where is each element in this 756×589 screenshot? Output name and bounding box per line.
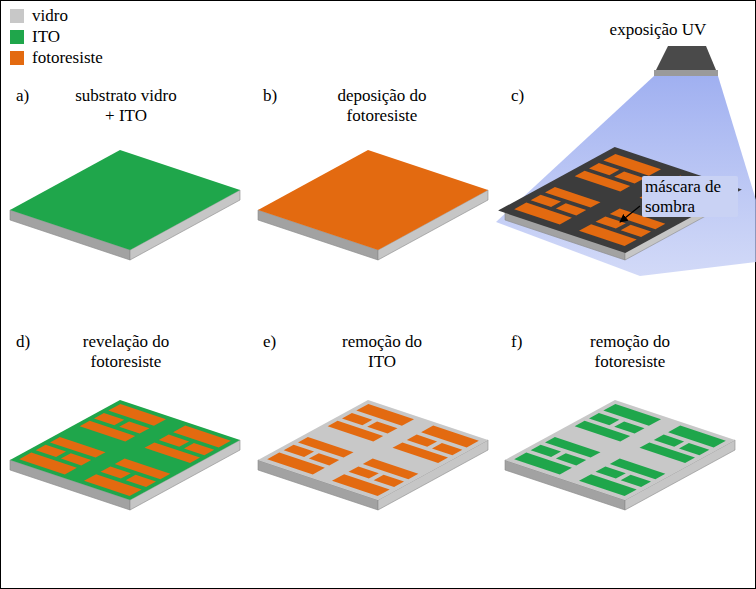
step-caption: revelação do fotoresiste [74,332,178,371]
leader-line [620,206,640,222]
step-caption: deposição do fotoresiste [330,86,434,125]
step-caption-box: remoção do fotoresiste [578,332,682,371]
mask-label-box: máscara de sombra [642,176,738,217]
uv-lamp [496,46,756,276]
legend-swatch [10,30,24,44]
step-caption-box: revelação do fotoresiste [74,332,178,371]
step-letter-box: b) [263,86,293,106]
lamp-label: exposição UV [596,20,720,40]
legend-swatch [10,51,24,65]
step-caption: substrato vidro + ITO [74,86,178,125]
step-letter-box: f) [511,332,541,352]
masked-slab [498,147,742,260]
step-letter: d) [16,332,46,352]
legend-swatch [10,9,24,23]
legend-entry: ITO [8,27,148,47]
step-caption: remoção do ITO [330,332,434,371]
legend-text: ITO [32,27,60,47]
step-letter: e) [263,332,293,352]
substrate-slab [10,150,240,260]
step-letter-box: a) [16,86,46,106]
step-letter-box: e) [263,332,293,352]
step-letter-box: d) [16,332,46,352]
etched-slab [258,400,488,510]
legend-entry: vidro [8,6,148,26]
step-caption-box: deposição do fotoresiste [330,86,434,125]
step-letter: b) [263,86,293,106]
step-letter: a) [16,86,46,106]
mask-label: máscara de sombra [642,176,738,217]
step-caption-box: remoção do ITO [330,332,434,371]
step-letter-box: c) [511,86,541,106]
lamp-label-box: exposição UV [596,20,720,40]
step-letter: f) [511,332,541,352]
step-caption-box: substrato vidro + ITO [74,86,178,125]
patterned-slab [505,400,735,510]
step-caption: remoção do fotoresiste [578,332,682,371]
developed-slab [10,400,240,510]
step-letter: c) [511,86,541,106]
legend-text: fotoresiste [32,48,103,68]
legend-entry: fotoresiste [8,48,148,68]
legend-text: vidro [32,6,68,26]
resist-slab [258,150,488,260]
